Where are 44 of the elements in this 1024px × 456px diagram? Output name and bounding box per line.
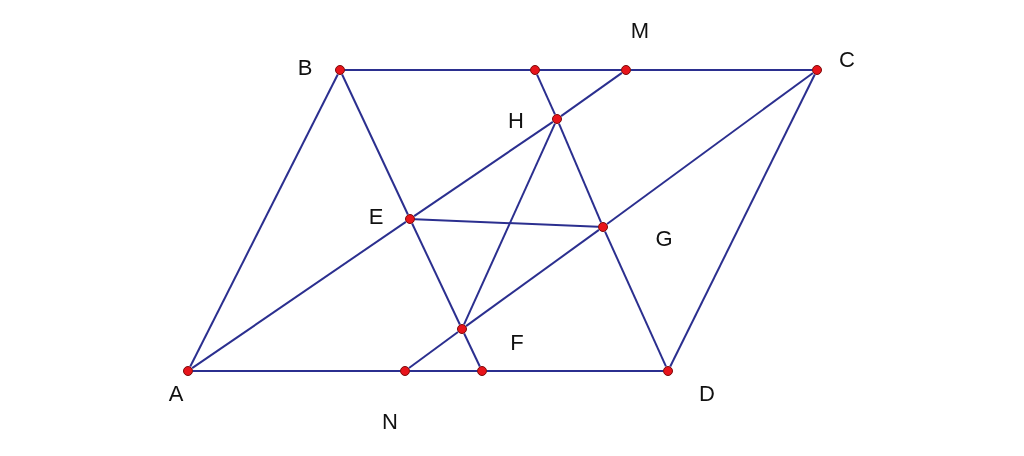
line-segment (463, 122, 556, 326)
line-segment (604, 230, 667, 368)
line-segment (486, 370, 664, 372)
point-dot (405, 214, 415, 224)
line-segment (409, 370, 478, 372)
point-dot (400, 366, 410, 376)
point-dot (335, 65, 345, 75)
point-dot (477, 366, 487, 376)
point-label: H (508, 109, 524, 133)
point-dot (812, 65, 822, 75)
line-segment (344, 69, 531, 71)
line-segment (630, 69, 813, 71)
line-segment (463, 332, 481, 368)
line-segment (669, 73, 816, 368)
point-label: M (630, 19, 650, 43)
point-label: A (168, 382, 184, 406)
point-dot (663, 366, 673, 376)
point-label: D (699, 382, 715, 406)
point-dot (598, 222, 608, 232)
point-label: C (839, 48, 855, 72)
point-dot (552, 114, 562, 124)
point-label: G (655, 227, 673, 251)
line-segment (411, 222, 461, 326)
point-label: N (382, 410, 398, 434)
line-segment (408, 330, 459, 370)
point-label: B (297, 56, 313, 80)
line-segment (191, 220, 407, 370)
point-label: E (368, 205, 384, 229)
line-segment (413, 120, 554, 218)
line-segment (341, 73, 409, 216)
line-segment (557, 122, 603, 224)
line-segment (539, 69, 622, 71)
line-segment (560, 71, 623, 118)
point-dot (530, 65, 540, 75)
line-segment (465, 228, 600, 328)
point-dot (183, 366, 193, 376)
line-segment (189, 73, 339, 368)
line-segment (606, 71, 814, 226)
line-segment (536, 73, 556, 116)
line-segment (192, 370, 401, 372)
point-dot (457, 324, 467, 334)
point-label: F (510, 331, 524, 355)
line-segment (414, 218, 599, 228)
point-dot (621, 65, 631, 75)
